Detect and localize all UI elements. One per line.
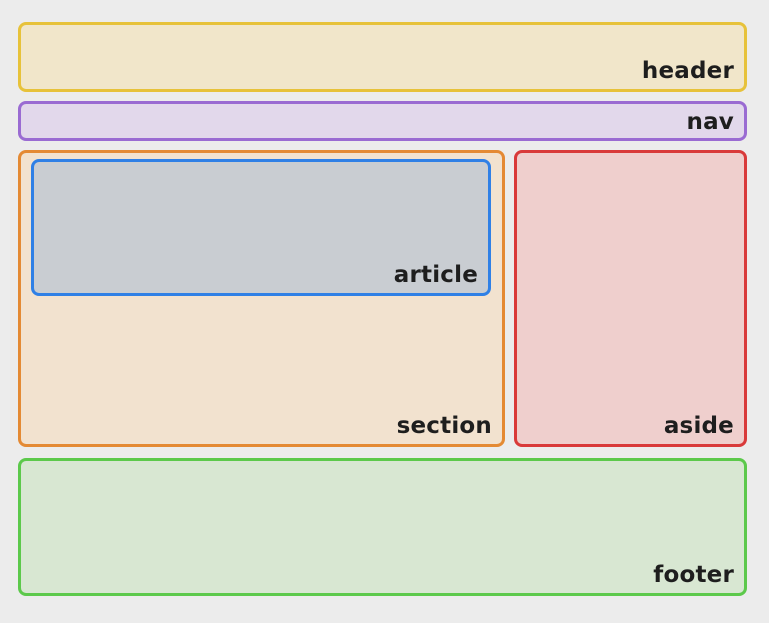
header-label: header [641, 58, 734, 84]
article-label: article [393, 262, 478, 288]
nav-region: nav [18, 101, 747, 141]
article-region: article [31, 159, 491, 296]
header-region: header [18, 22, 747, 92]
footer-label: footer [653, 562, 734, 588]
section-label: section [396, 413, 492, 439]
footer-region: footer [18, 458, 747, 596]
nav-label: nav [686, 109, 734, 135]
aside-label: aside [663, 413, 734, 439]
aside-region: aside [514, 150, 747, 447]
